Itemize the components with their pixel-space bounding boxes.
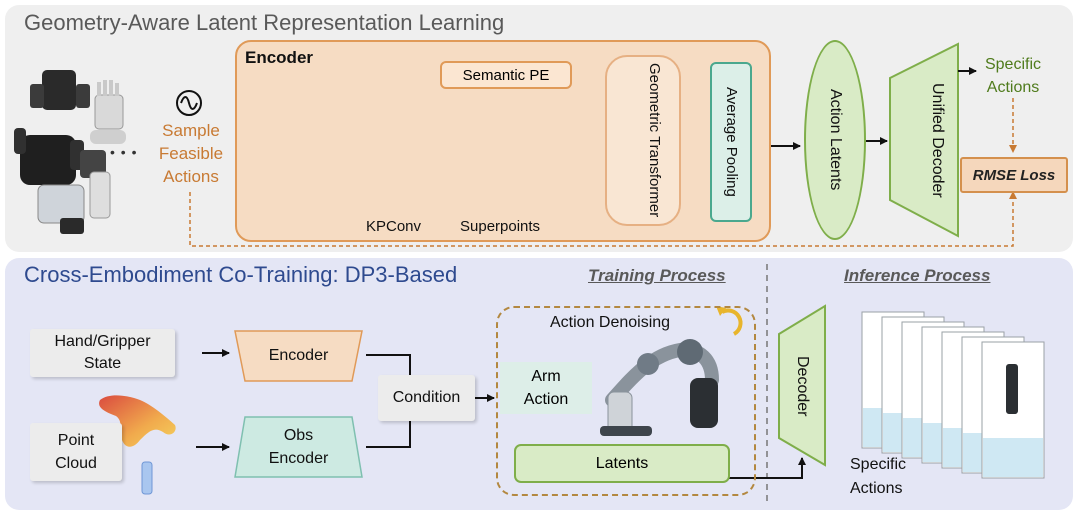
- sample-feasible-actions-label: Sample Feasible Actions: [158, 120, 224, 186]
- unified-decoder-box: Unified Decoder: [893, 80, 955, 200]
- kpconv-label: KPConv: [366, 218, 422, 235]
- arm-action-box: Arm Action: [500, 362, 592, 414]
- superpoints-label: Superpoints: [460, 218, 541, 235]
- obs-point-cloud: [99, 395, 176, 495]
- point-cloud-box: Point Cloud: [30, 423, 122, 481]
- decoder-box: Decoder: [780, 334, 824, 438]
- action-latents-ellipse: Action Latents: [804, 40, 866, 240]
- average-pooling-box: Average Pooling: [710, 62, 752, 222]
- frame-water: [983, 438, 1043, 477]
- robot-hands-image: [14, 70, 126, 234]
- condition-box: Condition: [378, 375, 475, 421]
- encoder-title: Encoder: [245, 48, 314, 67]
- rmse-loss-box: RMSE Loss: [960, 157, 1068, 193]
- frame-hand: [1006, 364, 1018, 414]
- decoder-shape: [778, 304, 826, 467]
- dashed-loss-path: [189, 191, 1017, 247]
- action-denoising-label: Action Denoising: [550, 314, 671, 331]
- unified-decoder-label: Unified Decoder: [929, 82, 946, 198]
- inference-process-label: Inference Process: [844, 266, 991, 285]
- latents-box: Latents: [514, 444, 730, 483]
- average-pooling-label: Average Pooling: [723, 87, 740, 197]
- unified-decoder-shape: [889, 42, 959, 238]
- specific-actions-label: Specific Actions: [984, 56, 1042, 96]
- obs-encoder-shape: [234, 416, 363, 478]
- inference-frames-image: [861, 311, 1045, 479]
- encoder-shape: [234, 330, 363, 382]
- training-process-label: Training Process: [588, 266, 726, 285]
- line-encoder-to-condition: [366, 354, 411, 375]
- action-latents-label: Action Latents: [827, 89, 844, 191]
- line-obs-to-condition: [366, 421, 411, 448]
- sample-wave-icon: [176, 90, 202, 116]
- decoder-label: Decoder: [794, 355, 811, 417]
- encoder-label: Encoder: [268, 347, 329, 364]
- inference-specific-actions-label: Specific Actions: [850, 456, 907, 497]
- hand-gripper-state-box: Hand/Gripper State: [30, 329, 175, 377]
- bottom-section-title: Cross-Embodiment Co-Training: DP3-Based: [24, 262, 458, 287]
- top-section-title: Geometry-Aware Latent Representation Lea…: [24, 10, 505, 35]
- training-dashed-region: [496, 306, 756, 496]
- obs-encoder-label: Obs Encoder: [268, 427, 329, 467]
- robot-arm-image: [600, 339, 719, 436]
- semantic-pe-box: Semantic PE: [440, 61, 572, 89]
- geometric-transformer-box: Geometric Transformer: [605, 55, 681, 226]
- more-hands-ellipsis: • • •: [110, 144, 138, 160]
- geometric-transformer-label: Geometric Transformer: [646, 63, 663, 218]
